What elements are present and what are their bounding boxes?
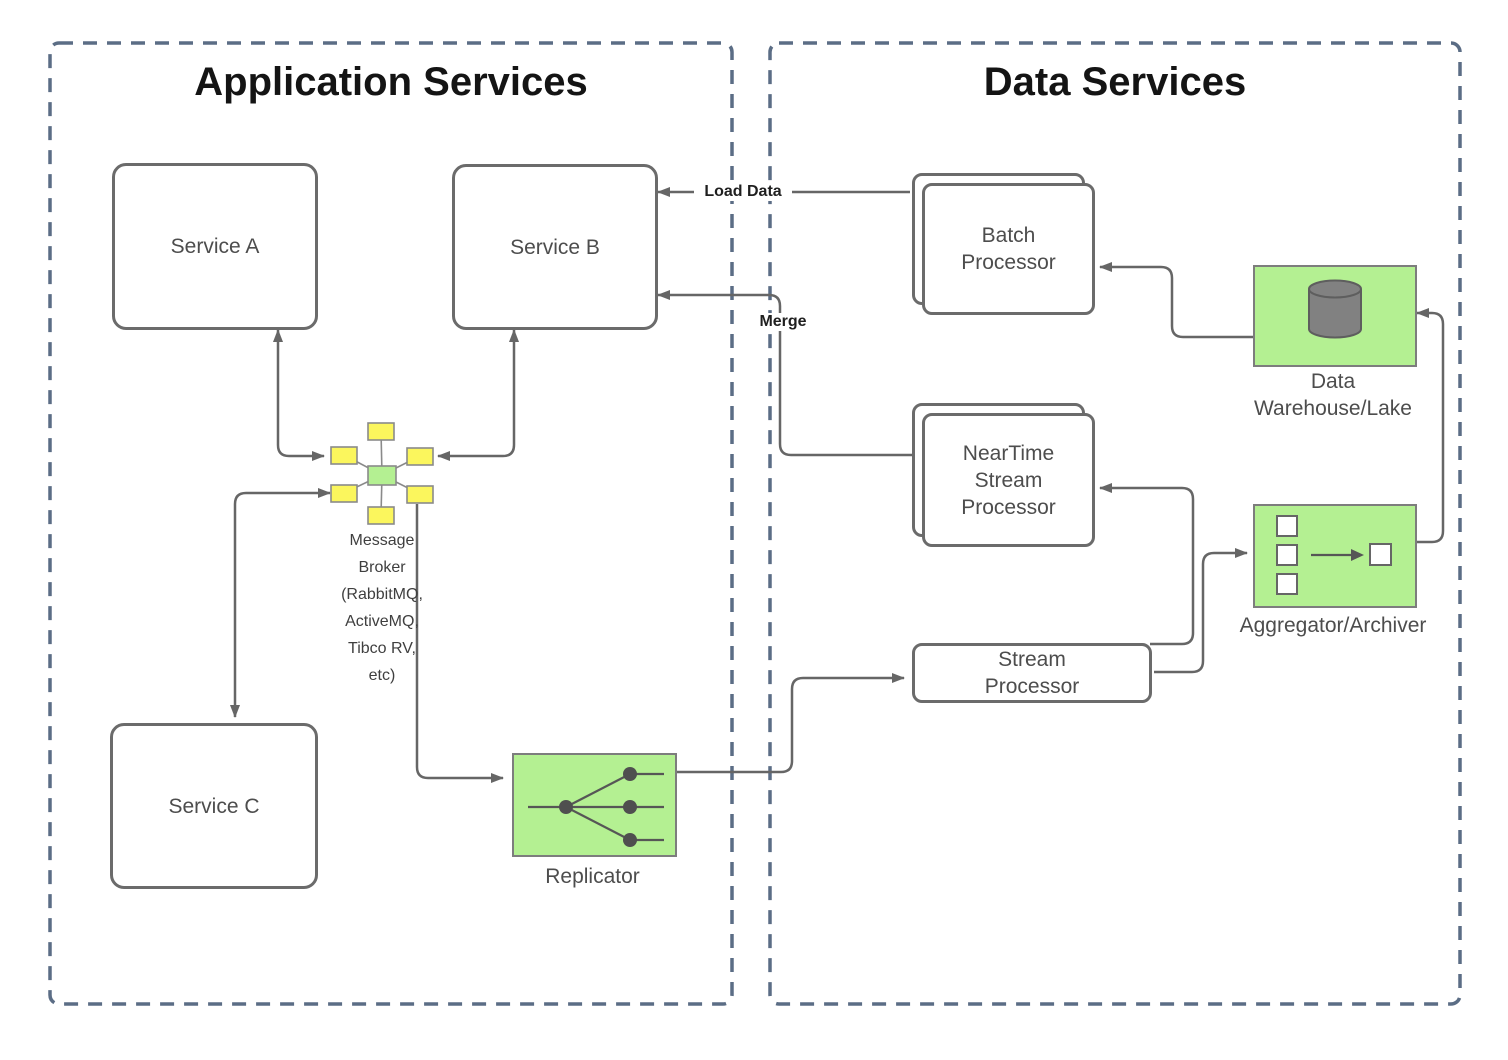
data-services-border — [768, 41, 1462, 1006]
database-cylinder-icon — [1308, 279, 1362, 339]
aggregate-arrowhead — [1351, 549, 1364, 561]
fan-out-icon — [528, 767, 664, 847]
replicator-node — [512, 753, 677, 857]
service-a-label: Service A — [170, 235, 260, 258]
batch-processor-label: Batch Processor — [961, 224, 1056, 274]
data-warehouse-label: Data Warehouse/Lake — [1254, 370, 1412, 420]
merge-edge-label: Merge — [750, 313, 816, 331]
edge-stream-neartime — [1099, 483, 1195, 646]
aggregator-archiver-node — [1253, 504, 1417, 608]
data-warehouse-node — [1253, 265, 1417, 367]
load-data-edge-label: Load Data — [694, 183, 792, 201]
service-b-label: Service B — [510, 235, 600, 259]
queue-square-bottom — [367, 506, 395, 525]
edge-replicator-stream-processor — [674, 673, 905, 774]
batch-processor-node: Batch Processor — [912, 173, 1095, 315]
app-services-title: Application Services — [194, 60, 588, 104]
edge-aggregator-warehouse — [1414, 308, 1445, 544]
aggregator-icon — [1276, 515, 1392, 595]
edge-warehouse-batch — [1099, 262, 1253, 339]
edge-stream-aggregator — [1154, 548, 1248, 674]
edge-service-b-broker — [437, 329, 519, 461]
data-services-title: Data Services — [983, 60, 1247, 104]
stream-processor-node: Stream Processor — [912, 643, 1152, 703]
edge-broker-replicator — [415, 504, 504, 783]
message-broker-label: Message Broker (RabbitMQ, ActiveMQ, Tibc… — [341, 532, 423, 684]
service-c-node: Service C — [110, 723, 318, 889]
neartime-stream-processor-label: NearTime Stream Processor — [961, 441, 1056, 519]
stream-processor-label: Stream Processor — [984, 648, 1080, 698]
neartime-front: NearTime Stream Processor — [922, 413, 1095, 547]
queue-square-bottom-right — [406, 485, 434, 504]
aggregator-archiver-label: Aggregator/Archiver — [1239, 614, 1427, 637]
queue-square-top-left — [330, 446, 358, 465]
edge-neartime-service-b-merge — [657, 290, 912, 457]
edge-broker-service-c — [230, 488, 331, 718]
message-broker-icon — [330, 422, 434, 525]
app-services-border — [48, 41, 734, 1006]
replicator-label: Replicator — [545, 865, 640, 888]
batch-processor-front: Batch Processor — [922, 183, 1095, 315]
edge-service-a-broker — [273, 329, 325, 461]
service-a-node: Service A — [112, 163, 318, 330]
service-b-node: Service B — [452, 164, 658, 330]
queue-square-top — [367, 422, 395, 441]
broker-hub-center — [367, 465, 397, 486]
service-c-label: Service C — [168, 794, 260, 818]
neartime-stream-processor-node: NearTime Stream Processor — [912, 403, 1095, 547]
queue-square-top-right — [406, 447, 434, 466]
queue-square-bottom-left — [330, 484, 358, 503]
